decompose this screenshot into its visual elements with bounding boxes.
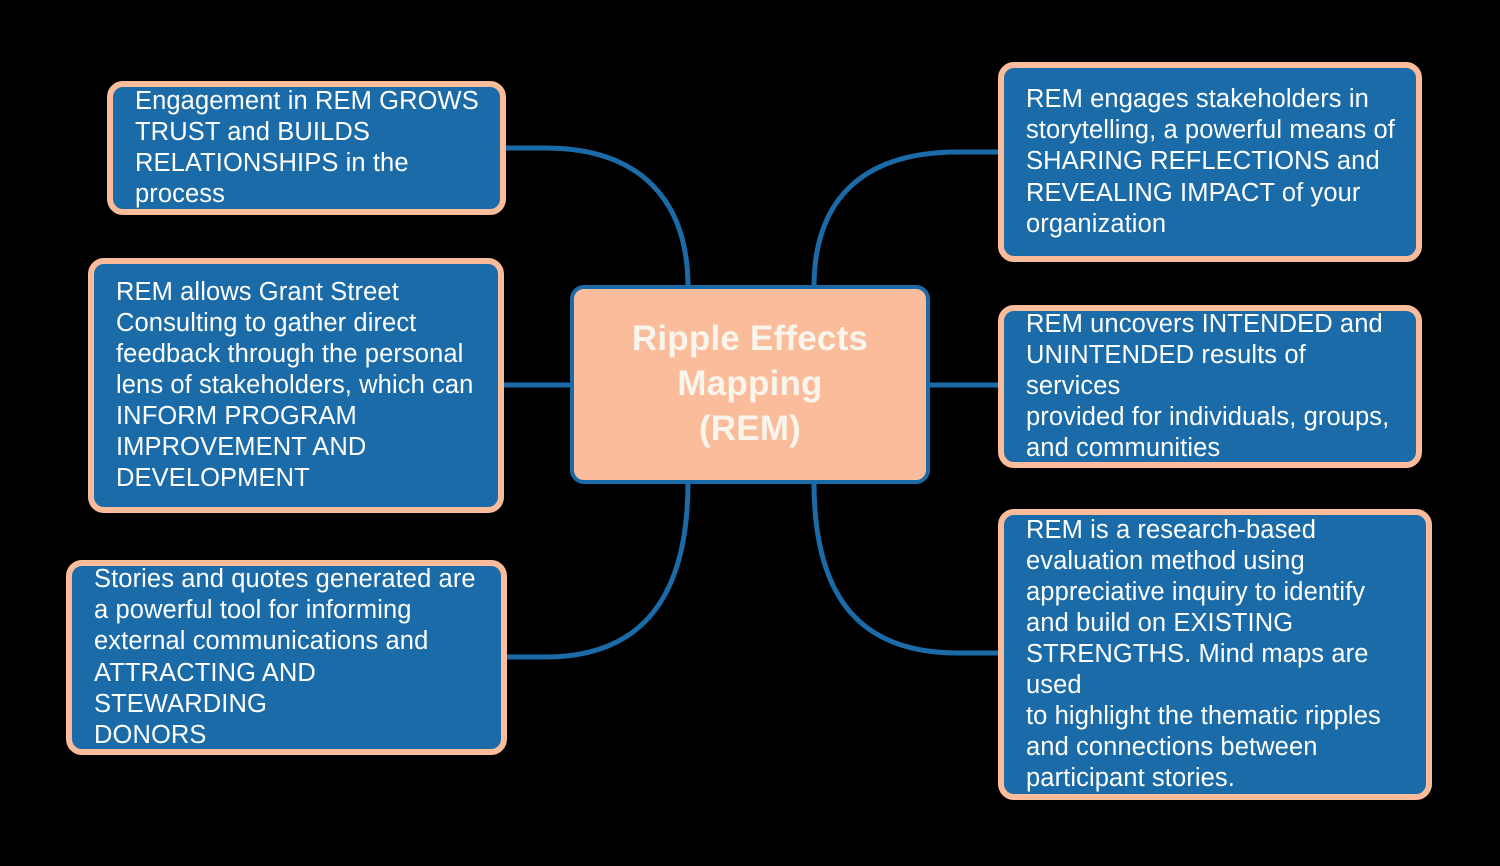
branch-label-left-bottom: Stories and quotes generated are a power… <box>94 565 476 749</box>
branch-node-right-middle[interactable]: REM uncovers INTENDED and UNINTENDED res… <box>998 305 1422 468</box>
connector-right-top <box>811 149 998 288</box>
branch-label-right-top: REM engages stakeholders in storytelling… <box>1026 85 1395 238</box>
branch-label-left-middle: REM allows Grant Street Consulting to ga… <box>116 277 474 493</box>
connector-left-bottom <box>507 481 691 660</box>
connector-right-bottom <box>811 481 998 656</box>
branch-node-left-top[interactable]: Engagement in REM GROWS TRUST and BUILDS… <box>107 81 506 215</box>
branch-node-right-top[interactable]: REM engages stakeholders in storytelling… <box>998 62 1422 262</box>
connector-left-top <box>506 145 691 288</box>
branch-node-left-middle[interactable]: REM allows Grant Street Consulting to ga… <box>88 258 504 513</box>
branch-label-right-bottom: REM is a research-based evaluation metho… <box>1026 515 1381 793</box>
center-node-label: Ripple Effects Mapping (REM) <box>631 319 869 448</box>
branch-node-left-bottom[interactable]: Stories and quotes generated are a power… <box>66 560 507 755</box>
center-node[interactable]: Ripple Effects Mapping (REM) <box>570 285 930 484</box>
branch-node-right-bottom[interactable]: REM is a research-based evaluation metho… <box>998 509 1432 800</box>
branch-label-left-top: Engagement in REM GROWS TRUST and BUILDS… <box>135 86 479 209</box>
branch-label-right-middle: REM uncovers INTENDED and UNINTENDED res… <box>1026 309 1390 463</box>
